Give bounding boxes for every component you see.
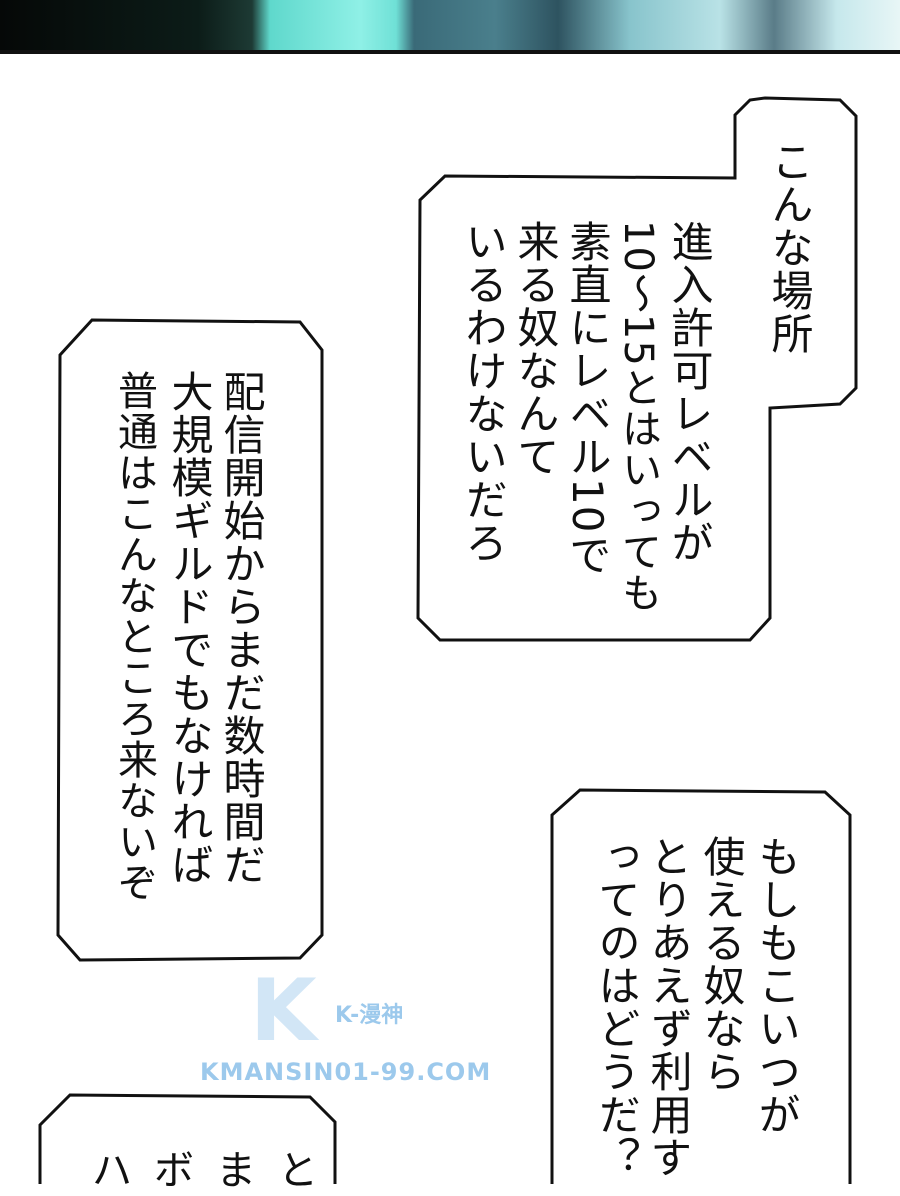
bubble-4-line-3: とりあえず利用す xyxy=(644,835,693,1179)
bubble-5-text: ハボまと xyxy=(92,1148,340,1194)
bubble-4-line-4: ってのはどうだ？ xyxy=(592,835,641,1179)
bubble-1-line-1: こんな場所 xyxy=(765,140,814,355)
illustration-panel xyxy=(0,0,900,54)
bubble-2-line-5: いるわけないだろ xyxy=(459,220,508,564)
watermark-logo-text: K-漫神 xyxy=(335,1003,404,1028)
bubble-4-line-2: 使える奴なら xyxy=(697,835,746,1093)
bubble-bottom-left xyxy=(38,1093,337,1184)
bubble-top-right xyxy=(416,96,858,642)
bubble-3-line-1: 配信開始からまだ数時間だ xyxy=(217,370,266,886)
bubble-left xyxy=(56,318,324,962)
bubble-4-line-1: もしもこいつが xyxy=(752,835,801,1136)
watermark-site: KMANSIN01-99.COM xyxy=(200,1058,492,1086)
bubble-2-line-3: 素直にレベル10で xyxy=(563,220,612,577)
bubble-2-line-4: 来る奴なんて xyxy=(511,220,560,478)
bubble-2-line-2: 10～15とはいっても xyxy=(615,220,661,613)
bubble-3-line-3: 普通はこんなところ来ないぞ xyxy=(111,370,157,903)
bubble-2-line-1: 進入許可レベルが xyxy=(665,220,714,564)
watermark-k-mark: K xyxy=(250,961,317,1061)
bubble-bottom-right xyxy=(550,788,852,1184)
bubble-3-line-2: 大規模ギルドでもなければ xyxy=(165,370,214,886)
